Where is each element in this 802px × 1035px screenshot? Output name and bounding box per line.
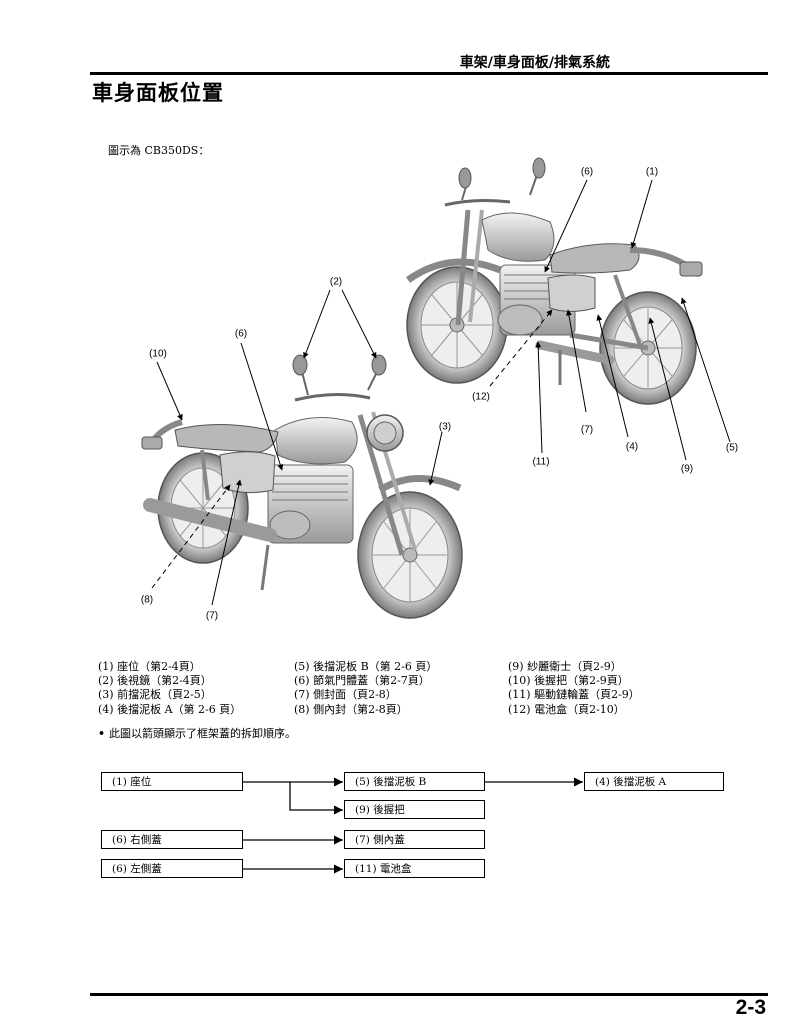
callout-right-11: (11) — [532, 457, 549, 468]
callout-right-6: (6) — [581, 167, 593, 178]
callout-right-7: (7) — [581, 425, 593, 436]
callout-right-1: (1) — [646, 167, 658, 178]
page-number: 2-3 — [700, 996, 766, 1020]
chapter-header: 車架/車身面板/排氣系統 — [340, 52, 610, 72]
motorcycle-illustration — [90, 150, 770, 630]
flow-box-battery-box: (11) 電池盒 — [344, 859, 485, 878]
callout-left-3: (3) — [439, 422, 451, 433]
callout-right-4: (4) — [626, 442, 638, 453]
flow-box-side-inner-cover: (7) 側內蓋 — [344, 830, 485, 849]
removal-flow-diagram: (1) 座位 (5) 後擋泥板 B (4) 後擋泥板 A (9) 後握把 (6)… — [0, 760, 802, 890]
flow-box-rear-grip: (9) 後握把 — [344, 800, 485, 819]
callout-left-8: (8) — [141, 595, 153, 606]
legend-item: (5) 後擋泥板 B（第 2-6 頁） — [294, 660, 437, 674]
flow-box-rear-fender-b: (5) 後擋泥板 B — [344, 772, 485, 791]
legend-column-2: (5) 後擋泥板 B（第 2-6 頁） (6) 節氣門體蓋（第2-7頁） (7)… — [294, 660, 437, 717]
callout-left-6: (6) — [235, 329, 247, 340]
legend-item: (10) 後握把（第2-9頁） — [508, 674, 640, 688]
motorcycle-left-view — [142, 355, 462, 618]
legend-item: (12) 電池盒（頁2-10） — [508, 703, 640, 717]
flow-box-right-side-cover: (6) 右側蓋 — [101, 830, 243, 849]
legend-item: (9) 紗麗衛士（頁2-9） — [508, 660, 640, 674]
legend-item: (8) 側內封（第2-8頁） — [294, 703, 437, 717]
flow-box-seat: (1) 座位 — [101, 772, 243, 791]
callout-right-9: (9) — [681, 464, 693, 475]
header-rule — [90, 72, 768, 75]
callout-left-10: (10) — [149, 349, 167, 360]
legend-item: (6) 節氣門體蓋（第2-7頁） — [294, 674, 437, 688]
flow-box-rear-fender-a: (4) 後擋泥板 A — [584, 772, 724, 791]
callout-right-12: (12) — [472, 392, 490, 403]
removal-order-note: •此圖以箭頭顯示了框架蓋的拆卸順序。 — [98, 725, 296, 741]
callout-left-2: (2) — [330, 277, 342, 288]
legend-item: (11) 驅動鏈輪蓋（頁2-9） — [508, 688, 640, 702]
callout-left-7: (7) — [206, 611, 218, 622]
callout-right-5: (5) — [726, 443, 738, 454]
legend-column-3: (9) 紗麗衛士（頁2-9） (10) 後握把（第2-9頁） (11) 驅動鏈輪… — [508, 660, 640, 717]
legend-item: (1) 座位（第2-4頁） — [98, 660, 241, 674]
motorcycle-right-view — [407, 158, 702, 404]
legend-item: (3) 前擋泥板（頁2-5） — [98, 688, 241, 702]
footer-rule — [90, 993, 768, 996]
legend-column-1: (1) 座位（第2-4頁） (2) 後視鏡（第2-4頁） (3) 前擋泥板（頁2… — [98, 660, 241, 717]
legend-item: (7) 側封面（頁2-8） — [294, 688, 437, 702]
page-title: 車身面板位置 — [92, 77, 224, 107]
legend-item: (2) 後視鏡（第2-4頁） — [98, 674, 241, 688]
bullet-icon: • — [98, 727, 105, 740]
legend-item: (4) 後擋泥板 A（第 2-6 頁） — [98, 703, 241, 717]
flow-box-left-side-cover: (6) 左側蓋 — [101, 859, 243, 878]
